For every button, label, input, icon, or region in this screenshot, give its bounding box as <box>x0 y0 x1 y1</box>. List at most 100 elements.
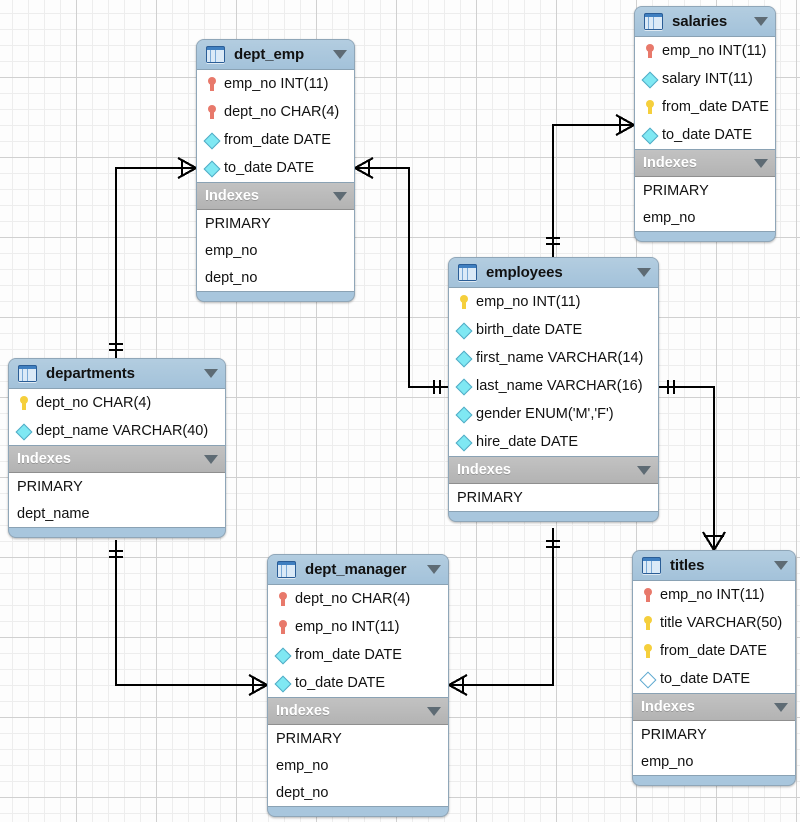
column-label: emp_no INT(11) <box>660 587 765 603</box>
column-row[interactable]: gender ENUM('M','F') <box>449 400 658 428</box>
table-header-dept_emp[interactable]: dept_emp <box>197 40 354 69</box>
column-row[interactable]: to_date DATE <box>635 121 775 149</box>
index-row[interactable]: PRIMARY <box>641 726 707 743</box>
table-header-departments[interactable]: departments <box>9 359 225 388</box>
table-icon <box>644 13 663 30</box>
foreign-key-icon <box>641 587 654 603</box>
column-row[interactable]: dept_no CHAR(4) <box>268 585 448 613</box>
table-titles[interactable]: titles emp_no INT(11) title VARCHAR(50) fro… <box>632 550 796 786</box>
chevron-down-icon[interactable] <box>333 50 347 59</box>
chevron-down-icon[interactable] <box>637 465 651 475</box>
foreign-key-icon <box>276 591 289 607</box>
column-row[interactable]: dept_no CHAR(4) <box>197 98 354 126</box>
column-icon <box>643 71 656 87</box>
chevron-down-icon[interactable] <box>774 702 788 712</box>
column-row[interactable]: hire_date DATE <box>449 428 658 456</box>
chevron-down-icon[interactable] <box>754 158 768 168</box>
column-list-employees: emp_no INT(11) birth_date DATE first_name … <box>449 287 658 457</box>
table-name-label: salaries <box>672 13 728 30</box>
column-row[interactable]: from_date DATE <box>635 93 775 121</box>
relationship-employees-dept_emp <box>354 157 448 394</box>
chevron-down-icon[interactable] <box>427 706 441 716</box>
index-row[interactable]: dept_no <box>205 269 258 286</box>
index-row[interactable]: PRIMARY <box>205 215 271 232</box>
column-row[interactable]: first_name VARCHAR(14) <box>449 344 658 372</box>
index-list-employees: PRIMARY <box>449 484 658 512</box>
index-row[interactable]: emp_no <box>276 757 329 774</box>
column-row[interactable]: birth_date DATE <box>449 316 658 344</box>
column-row[interactable]: to_date DATE <box>633 665 795 693</box>
relationship-employees-titles <box>659 380 726 551</box>
column-row[interactable]: to_date DATE <box>268 669 448 697</box>
foreign-key-icon <box>205 104 218 120</box>
index-row[interactable]: PRIMARY <box>457 489 523 506</box>
indexes-header-employees[interactable]: Indexes <box>449 457 658 484</box>
index-row[interactable]: emp_no <box>643 209 696 226</box>
column-row[interactable]: from_date DATE <box>633 637 795 665</box>
chevron-down-icon[interactable] <box>204 454 218 464</box>
index-row[interactable]: emp_no <box>205 242 258 259</box>
column-label: emp_no INT(11) <box>476 294 581 310</box>
column-icon <box>457 350 470 366</box>
indexes-label: Indexes <box>643 155 697 171</box>
column-label: to_date DATE <box>295 675 386 691</box>
table-header-employees[interactable]: employees <box>449 258 658 287</box>
column-label: dept_no CHAR(4) <box>295 591 411 607</box>
table-employees[interactable]: employees emp_no INT(11) birth_date DATE fi… <box>448 257 659 522</box>
column-label: dept_no CHAR(4) <box>224 104 340 120</box>
table-dept_manager[interactable]: dept_manager dept_no CHAR(4) emp_no INT(11… <box>267 554 449 817</box>
column-label: to_date DATE <box>662 127 753 143</box>
column-row[interactable]: salary INT(11) <box>635 65 775 93</box>
foreign-key-icon <box>643 43 656 59</box>
indexes-header-dept_emp[interactable]: Indexes <box>197 183 354 210</box>
column-row[interactable]: from_date DATE <box>197 126 354 154</box>
column-list-salaries: emp_no INT(11) salary INT(11) from_date DA… <box>635 36 775 150</box>
column-label: first_name VARCHAR(14) <box>476 350 644 366</box>
table-header-salaries[interactable]: salaries <box>635 7 775 36</box>
column-icon <box>457 322 470 338</box>
index-row[interactable]: emp_no <box>641 753 694 770</box>
chevron-down-icon[interactable] <box>427 565 441 574</box>
index-row[interactable]: PRIMARY <box>276 730 342 747</box>
column-row[interactable]: dept_name VARCHAR(40) <box>9 417 225 445</box>
column-row[interactable]: last_name VARCHAR(16) <box>449 372 658 400</box>
chevron-down-icon[interactable] <box>333 191 347 201</box>
indexes-header-titles[interactable]: Indexes <box>633 694 795 721</box>
column-row[interactable]: emp_no INT(11) <box>449 288 658 316</box>
relationship-departments-dept_emp <box>109 157 197 358</box>
column-icon <box>643 127 656 143</box>
indexes-header-salaries[interactable]: Indexes <box>635 150 775 177</box>
indexes-header-departments[interactable]: Indexes <box>9 446 225 473</box>
column-row[interactable]: emp_no INT(11) <box>268 613 448 641</box>
column-row[interactable]: title VARCHAR(50) <box>633 609 795 637</box>
column-label: from_date DATE <box>224 132 331 148</box>
column-row[interactable]: from_date DATE <box>268 641 448 669</box>
column-label: title VARCHAR(50) <box>660 615 783 631</box>
column-label: to_date DATE <box>660 671 751 687</box>
index-row[interactable]: PRIMARY <box>17 478 83 495</box>
column-label: last_name VARCHAR(16) <box>476 378 643 394</box>
column-row[interactable]: emp_no INT(11) <box>635 37 775 65</box>
index-row[interactable]: PRIMARY <box>643 182 709 199</box>
table-salaries[interactable]: salaries emp_no INT(11) salary INT(11) from… <box>634 6 776 242</box>
indexes-label: Indexes <box>205 188 259 204</box>
column-row[interactable]: to_date DATE <box>197 154 354 182</box>
chevron-down-icon[interactable] <box>637 268 651 277</box>
table-header-dept_manager[interactable]: dept_manager <box>268 555 448 584</box>
chevron-down-icon[interactable] <box>754 17 768 26</box>
column-row[interactable]: emp_no INT(11) <box>197 70 354 98</box>
column-row[interactable]: dept_no CHAR(4) <box>9 389 225 417</box>
column-row[interactable]: emp_no INT(11) <box>633 581 795 609</box>
table-icon <box>458 264 477 281</box>
index-row[interactable]: dept_name <box>17 505 90 522</box>
column-label: salary INT(11) <box>662 71 753 87</box>
indexes-header-dept_manager[interactable]: Indexes <box>268 698 448 725</box>
chevron-down-icon[interactable] <box>774 561 788 570</box>
chevron-down-icon[interactable] <box>204 369 218 378</box>
table-header-titles[interactable]: titles <box>633 551 795 580</box>
column-label: dept_name VARCHAR(40) <box>36 423 209 439</box>
index-row[interactable]: dept_no <box>276 784 329 801</box>
